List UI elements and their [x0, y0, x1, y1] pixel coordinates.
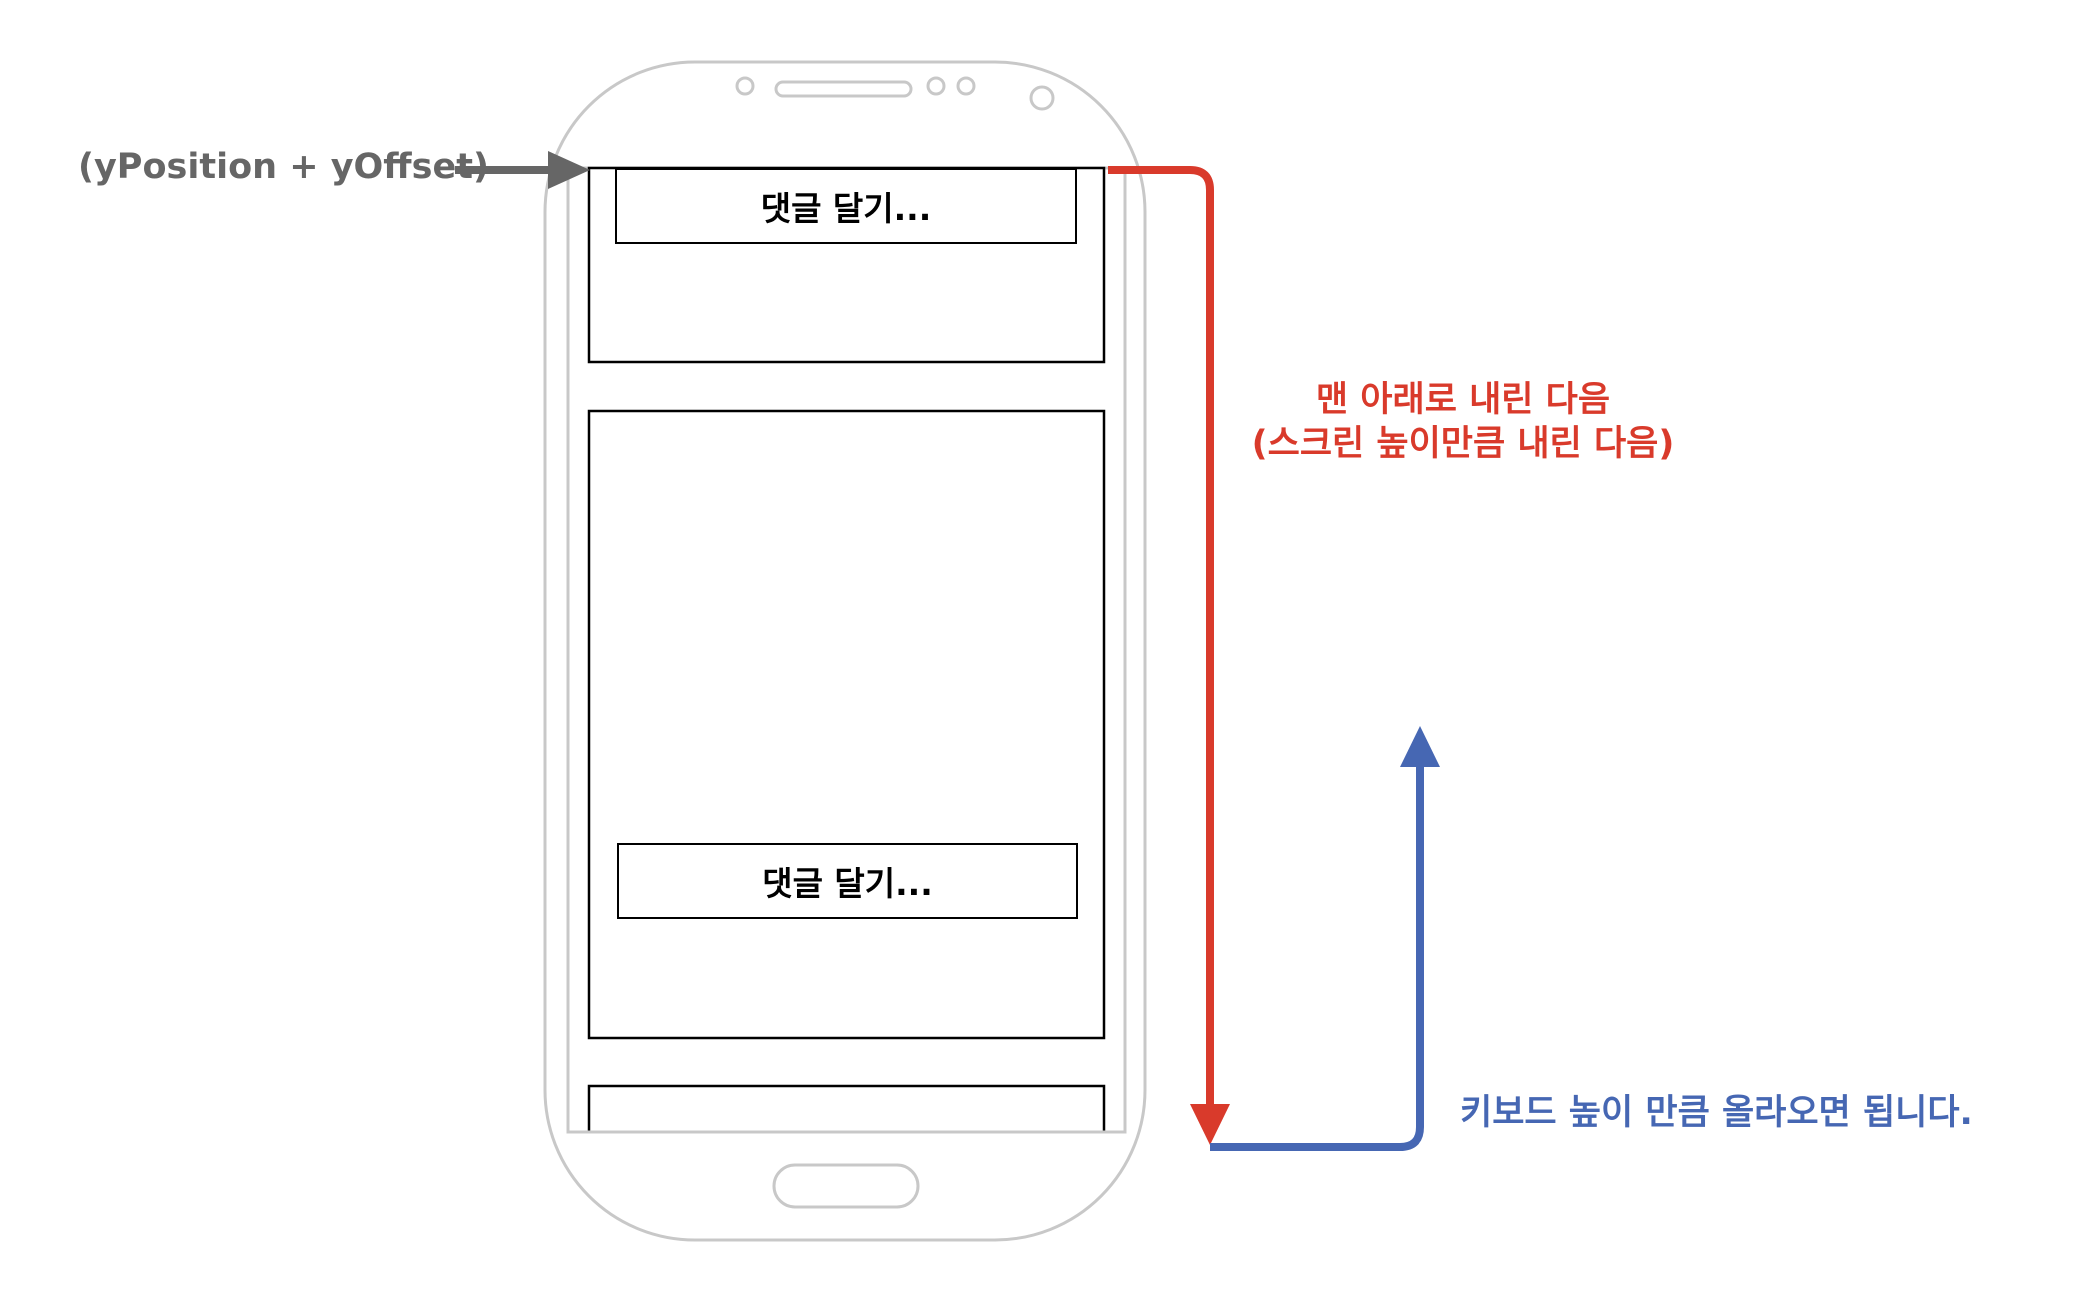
scroll-caption: 맨 아래로 내린 다음 (스크린 높이만큼 내린 다음): [1238, 378, 1688, 466]
keyboard-arrow-path: [1210, 760, 1424, 1151]
feed-cell-bottom: [587, 1084, 1106, 1134]
phone-speaker: [774, 80, 913, 98]
comment-input-top-label: 댓글 달기...: [760, 189, 932, 228]
phone-sensor-right: [956, 76, 976, 96]
scroll-arrow-path: [1108, 166, 1214, 1112]
scroll-caption-line2: (스크린 높이만큼 내린 다음): [1251, 424, 1675, 464]
feed-cell-middle: [587, 409, 1106, 1040]
comment-input-bottom[interactable]: 댓글 달기...: [617, 843, 1078, 919]
position-arrow-head: [548, 151, 590, 189]
position-caption: (yPosition + yOffset): [78, 147, 489, 187]
phone-sensor-mid: [926, 76, 946, 96]
scroll-caption-line1: 맨 아래로 내린 다음: [1315, 380, 1611, 420]
phone-home-button[interactable]: [772, 1163, 920, 1209]
scroll-arrow-head: [1190, 1104, 1230, 1145]
keyboard-caption: 키보드 높이 만큼 올라오면 됩니다.: [1460, 1093, 1973, 1133]
phone-front-camera: [1029, 85, 1055, 111]
comment-input-top[interactable]: 댓글 달기...: [615, 168, 1077, 244]
comment-input-bottom-label: 댓글 달기...: [762, 864, 933, 903]
phone-sensor-left: [735, 76, 755, 96]
keyboard-arrow-head: [1400, 726, 1440, 767]
